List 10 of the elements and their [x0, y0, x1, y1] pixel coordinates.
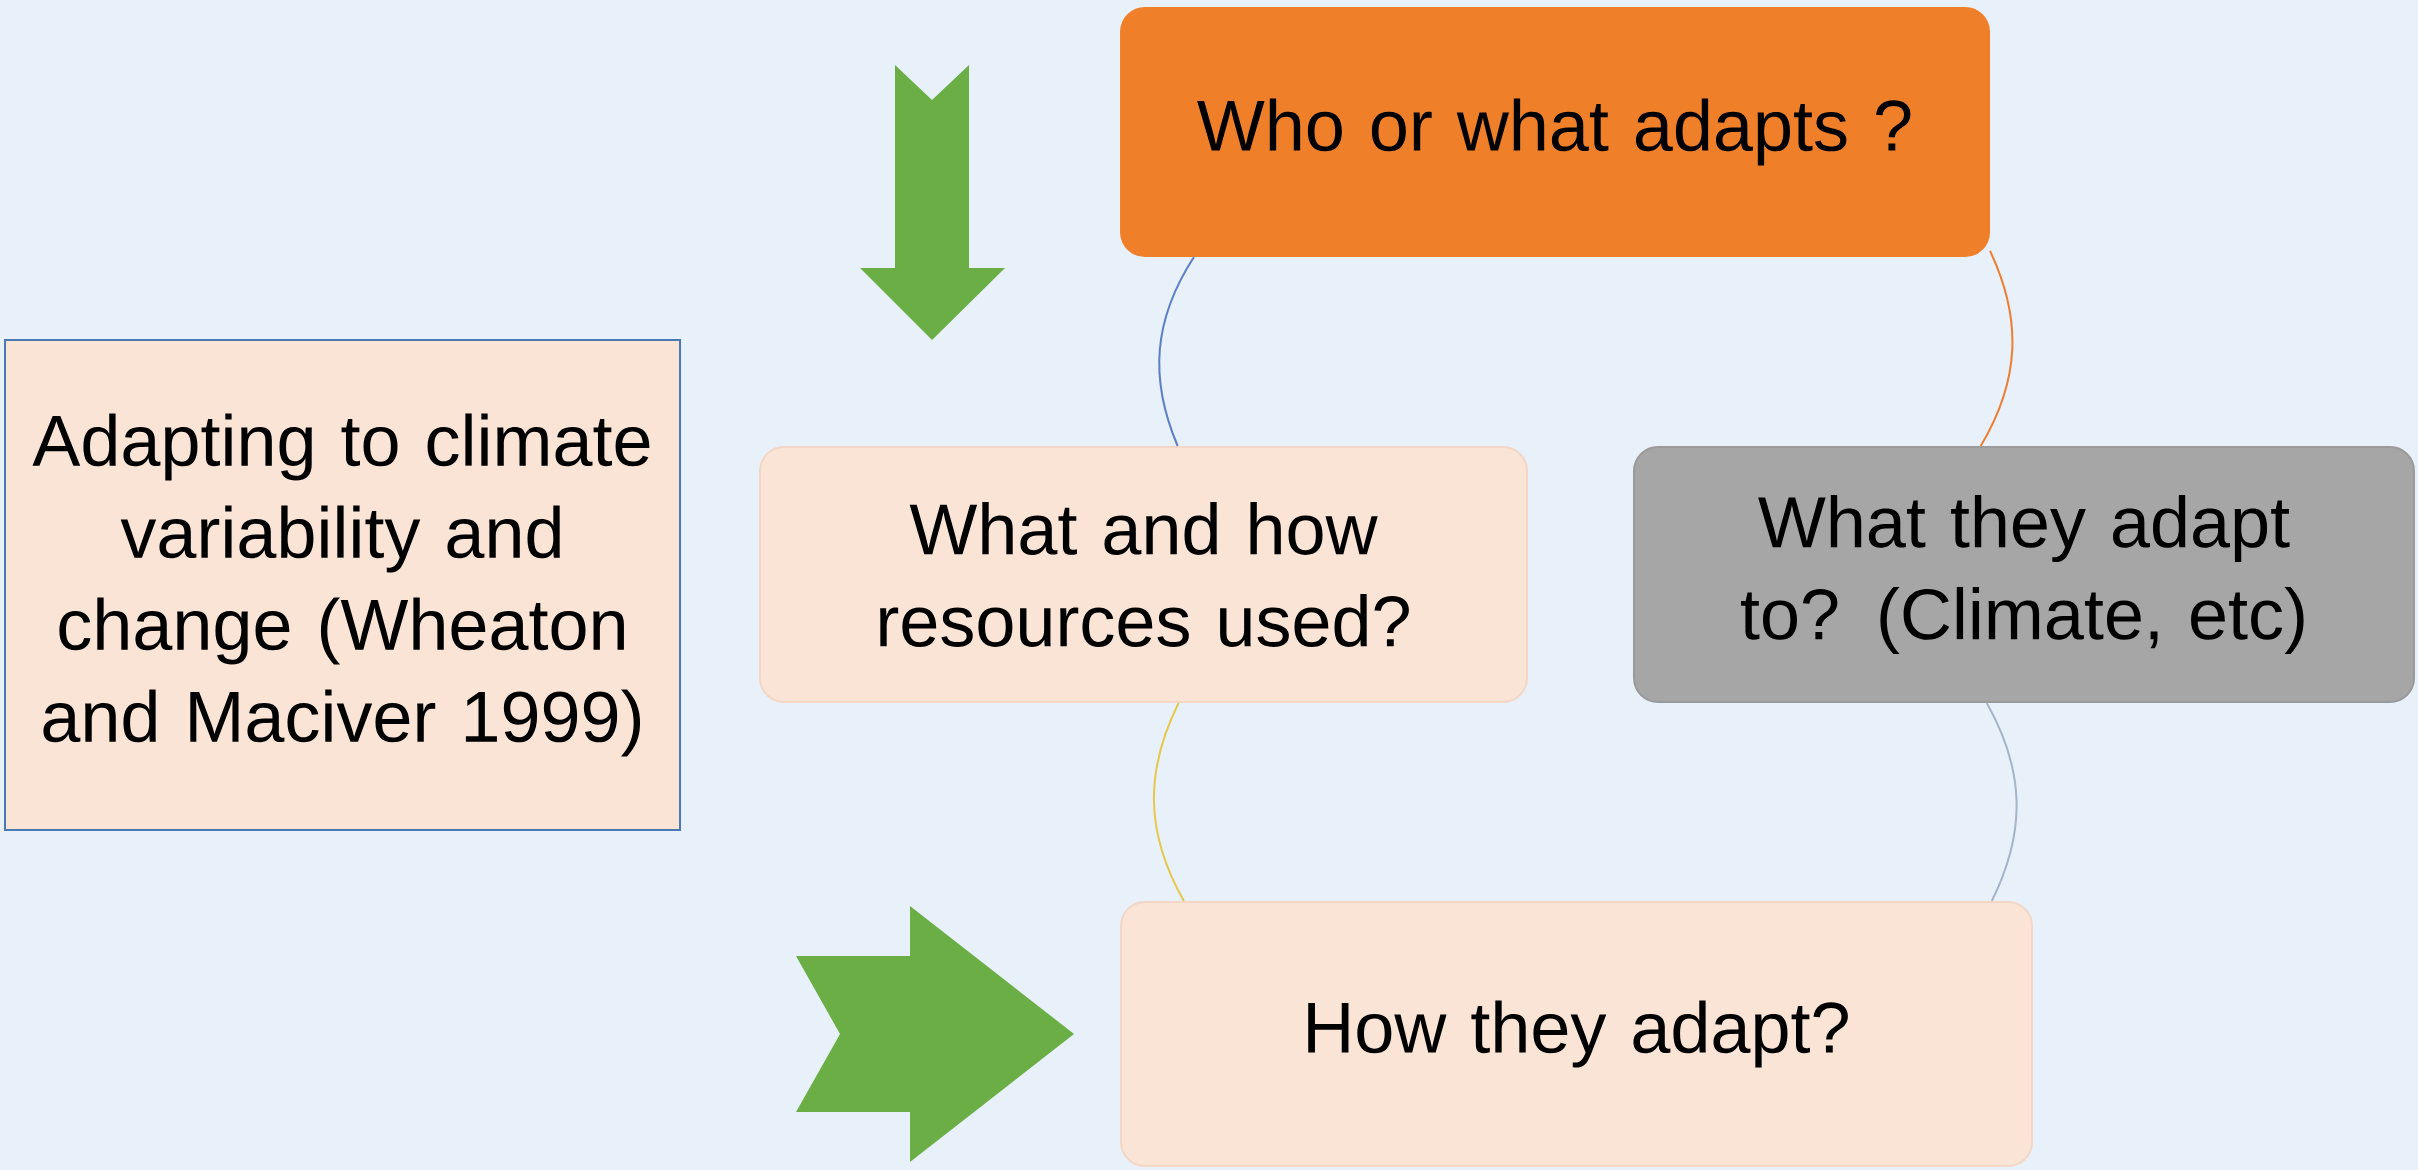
- rounded-box: What they adapt to? (Climate, etc): [1633, 446, 2416, 703]
- chevron-arrow: [796, 906, 1074, 1162]
- rounded-box: What and how resources used?: [759, 446, 1528, 703]
- rounded-box: Who or what adapts ?: [1120, 7, 1990, 257]
- cycle-arc: [1985, 702, 2018, 902]
- text-box: Adapting to climate variability and change (Wheaton and Maciver 1999): [4, 339, 681, 831]
- rounded-box: How they adapt?: [1120, 901, 2034, 1167]
- cycle-arc: [1158, 256, 1195, 447]
- cycle-arc: [1153, 702, 1185, 902]
- cycle-arc: [1979, 249, 2014, 447]
